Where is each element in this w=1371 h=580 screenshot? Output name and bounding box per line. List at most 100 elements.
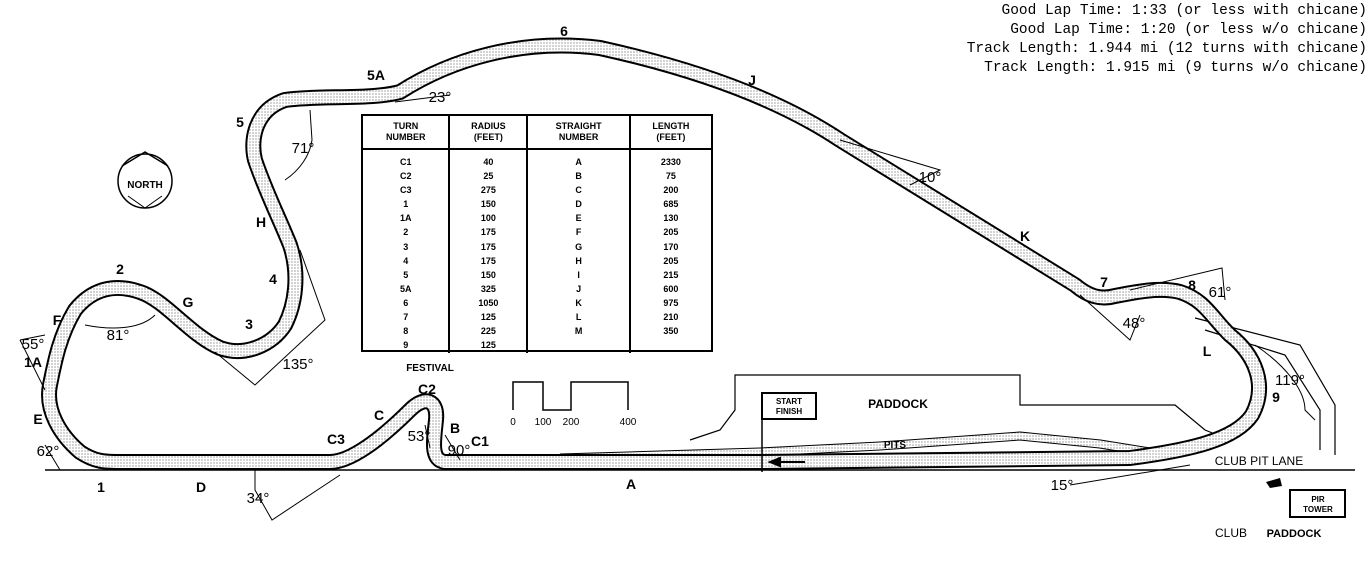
radius-cell: 225 (480, 326, 496, 337)
length-cell: 205 (663, 255, 679, 266)
angle-71-label: 71° (292, 140, 315, 157)
length-cell: 200 (663, 185, 679, 196)
turn-c2-label: C2 (418, 381, 436, 397)
scale-tick-200: 200 (563, 417, 580, 428)
radius-cell: 275 (480, 185, 496, 196)
scale-tick-400: 400 (620, 417, 637, 428)
length-cell: 130 (663, 213, 679, 224)
turn-5-label: 5 (236, 114, 244, 130)
turn-6-label: 6 (560, 23, 568, 39)
length-cell: 685 (663, 199, 679, 210)
angle-62-label: 62° (37, 443, 60, 460)
north-label: NORTH (127, 180, 163, 191)
tower-label: TOWER (1303, 505, 1333, 514)
turn-number-cell: 9 (403, 340, 409, 351)
info-line-3: Track Length: 1.944 mi (12 turns with ch… (966, 41, 1367, 57)
angle-61-label: 61° (1209, 284, 1232, 301)
length-cell: 75 (665, 171, 676, 182)
angle-34-label: 34° (247, 490, 270, 507)
straight-c-label: C (374, 407, 384, 423)
turn-9-label: 9 (1272, 389, 1280, 405)
straight-d-label: D (196, 479, 206, 495)
scale-tick-0: 0 (510, 417, 516, 428)
turn-c3-label: C3 (327, 431, 345, 447)
info-line-4: Track Length: 1.915 mi (9 turns w/o chic… (984, 60, 1367, 76)
straight-h-label: H (256, 214, 266, 230)
header-length: LENGTH(FEET) (629, 116, 711, 150)
turn-number-cell: 2 (403, 227, 409, 238)
straight-j-label: J (748, 72, 756, 88)
straight-number-cell: M (574, 326, 583, 337)
straight-number-cell: E (575, 213, 582, 224)
turn-5a-label: 5A (367, 67, 385, 83)
length-cell: 210 (663, 312, 679, 323)
straight-number-cell: F (575, 227, 582, 238)
angle-53-label: 53° (408, 428, 431, 445)
turn-number-cell: 3 (403, 241, 409, 252)
straight-l-label: L (1203, 343, 1212, 359)
lap-info: Good Lap Time: 1:33 (or less with chican… (967, 2, 1367, 78)
club-pit-lane-line (1194, 317, 1336, 455)
direction-arrow-icon (767, 456, 805, 468)
length-cell: 2330 (660, 157, 681, 167)
turn-number-cell: 6 (403, 297, 409, 308)
turn-number-cell: 1 (403, 199, 409, 210)
start-finish-box (761, 392, 817, 420)
turn-number-cell: 1A (399, 213, 412, 224)
turn-2-label: 2 (116, 261, 124, 277)
turn-8-label: 8 (1188, 277, 1196, 293)
turn-number-cell: C2 (399, 171, 412, 182)
turn-number-cell: 8 (403, 326, 409, 337)
radius-cell: 150 (480, 199, 496, 210)
length-cell: 205 (663, 227, 679, 238)
turn-number-cell: 4 (403, 255, 409, 266)
info-line-2: Good Lap Time: 1:20 (or less w/o chicane… (1010, 22, 1367, 38)
straight-number-cell: K (575, 297, 582, 308)
turn-number-cell: C3 (399, 185, 412, 196)
turn-number-cell: 5 (403, 269, 409, 280)
radius-cell: 175 (480, 227, 496, 238)
straight-number-cell: G (575, 241, 583, 252)
straight-number-cell: H (575, 255, 582, 266)
angle-lines (19, 94, 1316, 521)
straight-f-label: F (53, 312, 62, 328)
straight-number-cell: D (575, 199, 582, 210)
radius-cell: 100 (480, 213, 496, 224)
radius-cell: 125 (480, 312, 496, 323)
turn-1-label: 1 (97, 479, 105, 495)
header-radius: RADIUS(FEET) (449, 116, 529, 150)
club-label: CLUB (1215, 526, 1247, 540)
straight-number-cell: A (575, 157, 582, 167)
angle-10-label: 10° (919, 169, 942, 186)
length-cell: 215 (663, 269, 679, 280)
finish-label: FINISH (776, 407, 802, 416)
length-cell: 170 (663, 241, 679, 252)
club-pit-lane-label: CLUB PIT LANE (1215, 454, 1303, 468)
length-cell: 600 (663, 283, 679, 294)
festival-label: FESTIVAL (406, 363, 454, 374)
turn-3-label: 3 (245, 316, 253, 332)
turn-number-cell: 5A (399, 283, 412, 294)
radius-cell: 1050 (478, 297, 499, 308)
pir-tower-box (1289, 489, 1346, 518)
turn-7-label: 7 (1100, 274, 1108, 290)
flag-icon (1266, 478, 1282, 488)
straight-number-cell: C (575, 185, 582, 196)
radius-cell: 175 (480, 255, 496, 266)
angle-15-label: 15° (1051, 477, 1074, 494)
radius-cell: 325 (480, 283, 496, 294)
straight-number-cell: J (576, 283, 582, 294)
angle-23-label: 23° (429, 89, 452, 106)
straight-e-label: E (33, 411, 42, 427)
turn-1a-label: 1A (24, 354, 42, 370)
radius-cell: 25 (483, 171, 494, 182)
angle-81-label: 81° (107, 327, 130, 344)
radius-cell: 125 (480, 340, 496, 351)
paddock-outline (689, 374, 1231, 441)
